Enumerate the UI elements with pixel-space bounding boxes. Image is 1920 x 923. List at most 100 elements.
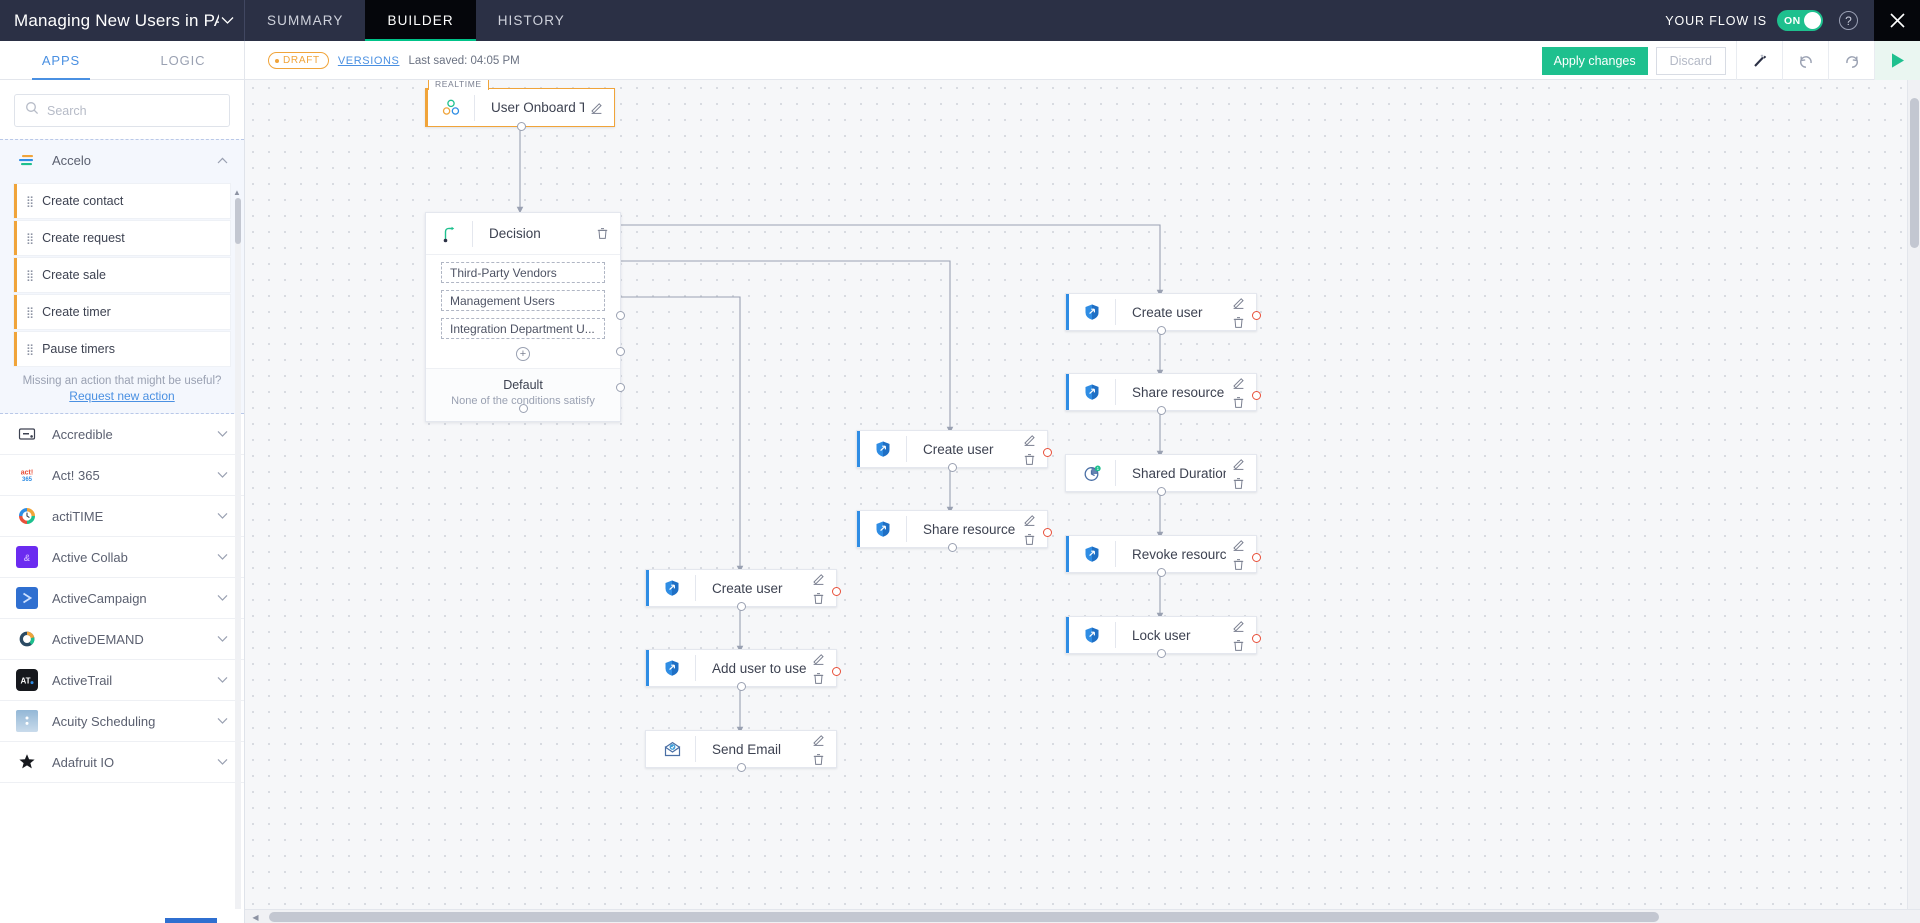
app-row-acuity-scheduling[interactable]: Acuity Scheduling	[0, 701, 244, 742]
close-icon[interactable]	[1874, 0, 1920, 41]
app-row-activedemand[interactable]: ActiveDEMAND	[0, 619, 244, 660]
condition-output-port[interactable]	[616, 383, 625, 392]
node-share-resource-group-middle[interactable]: Share resource group t...	[856, 510, 1052, 552]
node-create-user-right[interactable]: Create user	[1065, 293, 1261, 335]
flow-canvas[interactable]: REALTIME User Onboard Trigger	[245, 80, 1920, 923]
edit-pencil-icon[interactable]	[1232, 538, 1245, 551]
edit-pencil-icon[interactable]	[590, 101, 603, 114]
chevron-down-icon[interactable]	[217, 469, 228, 481]
edit-pencil-icon[interactable]	[812, 733, 825, 746]
search-input[interactable]	[47, 103, 219, 118]
delete-trash-icon[interactable]	[812, 672, 825, 685]
trigger-node[interactable]: REALTIME User Onboard Trigger	[425, 80, 615, 131]
node-send-email[interactable]: Send Email	[645, 730, 837, 772]
magic-wand-icon[interactable]	[1736, 41, 1782, 80]
chevron-up-icon[interactable]	[217, 155, 228, 167]
edit-pencil-icon[interactable]	[1023, 433, 1036, 446]
delete-trash-icon[interactable]	[1023, 533, 1036, 546]
drag-handle-icon[interactable]: ⣿	[26, 232, 34, 245]
versions-link[interactable]: VERSIONS	[337, 54, 400, 67]
delete-trash-icon[interactable]	[596, 227, 609, 240]
chevron-down-icon[interactable]	[217, 428, 228, 440]
output-port[interactable]	[1156, 486, 1166, 496]
output-port[interactable]	[947, 462, 957, 472]
apply-changes-button[interactable]: Apply changes	[1541, 46, 1648, 75]
sidebar-scrollbar-track[interactable]	[235, 198, 241, 923]
app-row-adafruit-io[interactable]: Adafruit IO	[0, 742, 244, 783]
node-add-user-to-group[interactable]: Add user to user group	[645, 649, 841, 691]
drag-handle-icon[interactable]: ⣿	[26, 343, 34, 356]
action-pause-timers[interactable]: ⣿ Pause timers	[14, 332, 230, 366]
delete-trash-icon[interactable]	[1232, 639, 1245, 652]
node-revoke-resource-group[interactable]: Revoke resource group...	[1065, 535, 1261, 577]
delete-trash-icon[interactable]	[1232, 558, 1245, 571]
app-row-accredible[interactable]: Accredible	[0, 414, 244, 455]
edit-pencil-icon[interactable]	[1232, 457, 1245, 470]
action-create-request[interactable]: ⣿ Create request	[14, 221, 230, 255]
chevron-down-icon[interactable]	[217, 551, 228, 563]
app-row-activecampaign[interactable]: ActiveCampaign	[0, 578, 244, 619]
app-row-active-collab[interactable]: & Active Collab	[0, 537, 244, 578]
condition-output-port[interactable]	[616, 311, 625, 320]
decision-node[interactable]: Decision Third-Party Vendors Management …	[425, 212, 625, 422]
delete-trash-icon[interactable]	[1023, 453, 1036, 466]
action-create-contact[interactable]: ⣿ Create contact	[14, 184, 230, 218]
edit-pencil-icon[interactable]	[1232, 376, 1245, 389]
node-create-user-middle[interactable]: Create user	[856, 430, 1052, 472]
edit-pencil-icon[interactable]	[1232, 619, 1245, 632]
delete-trash-icon[interactable]	[1232, 316, 1245, 329]
scroll-left-arrow-icon[interactable]: ◀	[252, 912, 259, 922]
canvas-horizontal-scrollbar-thumb[interactable]	[269, 912, 1659, 922]
drag-handle-icon[interactable]: ⣿	[26, 306, 34, 319]
add-condition-row[interactable]: +	[426, 346, 620, 368]
output-port[interactable]	[736, 601, 746, 611]
flow-on-off-toggle[interactable]: ON	[1777, 10, 1823, 31]
drag-handle-icon[interactable]: ⣿	[26, 195, 34, 208]
app-row-activetrail[interactable]: AT ActiveTrail	[0, 660, 244, 701]
drag-handle-icon[interactable]: ⣿	[26, 269, 34, 282]
output-port[interactable]	[1156, 325, 1166, 335]
canvas-vertical-scrollbar[interactable]	[1907, 80, 1920, 909]
output-port[interactable]	[736, 681, 746, 691]
sidebar-scrollbar-thumb[interactable]	[235, 198, 241, 244]
app-row-actitime[interactable]: actiTIME	[0, 496, 244, 537]
redo-icon[interactable]	[1828, 41, 1874, 80]
search-box[interactable]	[14, 94, 230, 127]
output-port[interactable]	[947, 542, 957, 552]
tab-apps[interactable]: APPS	[0, 41, 122, 80]
output-port[interactable]	[1156, 567, 1166, 577]
condition-row[interactable]: Integration Department U...	[441, 318, 605, 339]
chevron-down-icon[interactable]	[217, 715, 228, 727]
condition-row[interactable]: Management Users	[441, 290, 605, 311]
delete-trash-icon[interactable]	[1232, 477, 1245, 490]
plus-icon[interactable]: +	[516, 347, 530, 361]
condition-output-port[interactable]	[616, 347, 625, 356]
tab-history[interactable]: HISTORY	[476, 0, 587, 41]
undo-icon[interactable]	[1782, 41, 1828, 80]
output-port[interactable]	[736, 762, 746, 772]
app-group-header[interactable]: Accelo	[0, 140, 244, 181]
tab-summary[interactable]: SUMMARY	[245, 0, 365, 41]
canvas-vertical-scrollbar-thumb[interactable]	[1910, 98, 1919, 248]
chevron-down-icon[interactable]	[217, 592, 228, 604]
delete-trash-icon[interactable]	[1232, 396, 1245, 409]
edit-pencil-icon[interactable]	[1023, 513, 1036, 526]
action-create-timer[interactable]: ⣿ Create timer	[14, 295, 230, 329]
node-shared-duration[interactable]: 1 Shared Duration	[1065, 454, 1257, 496]
canvas-horizontal-scrollbar[interactable]: ◀	[245, 909, 1920, 923]
output-port[interactable]	[1156, 648, 1166, 658]
help-icon[interactable]: ?	[1839, 11, 1858, 30]
delete-trash-icon[interactable]	[812, 592, 825, 605]
run-flow-button[interactable]	[1874, 41, 1920, 80]
discard-button[interactable]: Discard	[1655, 46, 1726, 75]
default-output-port[interactable]	[518, 404, 528, 413]
tab-logic[interactable]: LOGIC	[122, 41, 244, 80]
app-row-act365[interactable]: act!365 Act! 365	[0, 455, 244, 496]
tab-builder[interactable]: BUILDER	[365, 0, 476, 41]
scroll-up-arrow-icon[interactable]: ▲	[233, 187, 241, 197]
node-share-resource-group-right[interactable]: Share resource group t...	[1065, 373, 1261, 415]
chevron-down-icon[interactable]	[217, 633, 228, 645]
request-new-action-link[interactable]: Request new action	[69, 389, 175, 403]
action-create-sale[interactable]: ⣿ Create sale	[14, 258, 230, 292]
node-create-user-lower[interactable]: Create user	[645, 569, 841, 611]
